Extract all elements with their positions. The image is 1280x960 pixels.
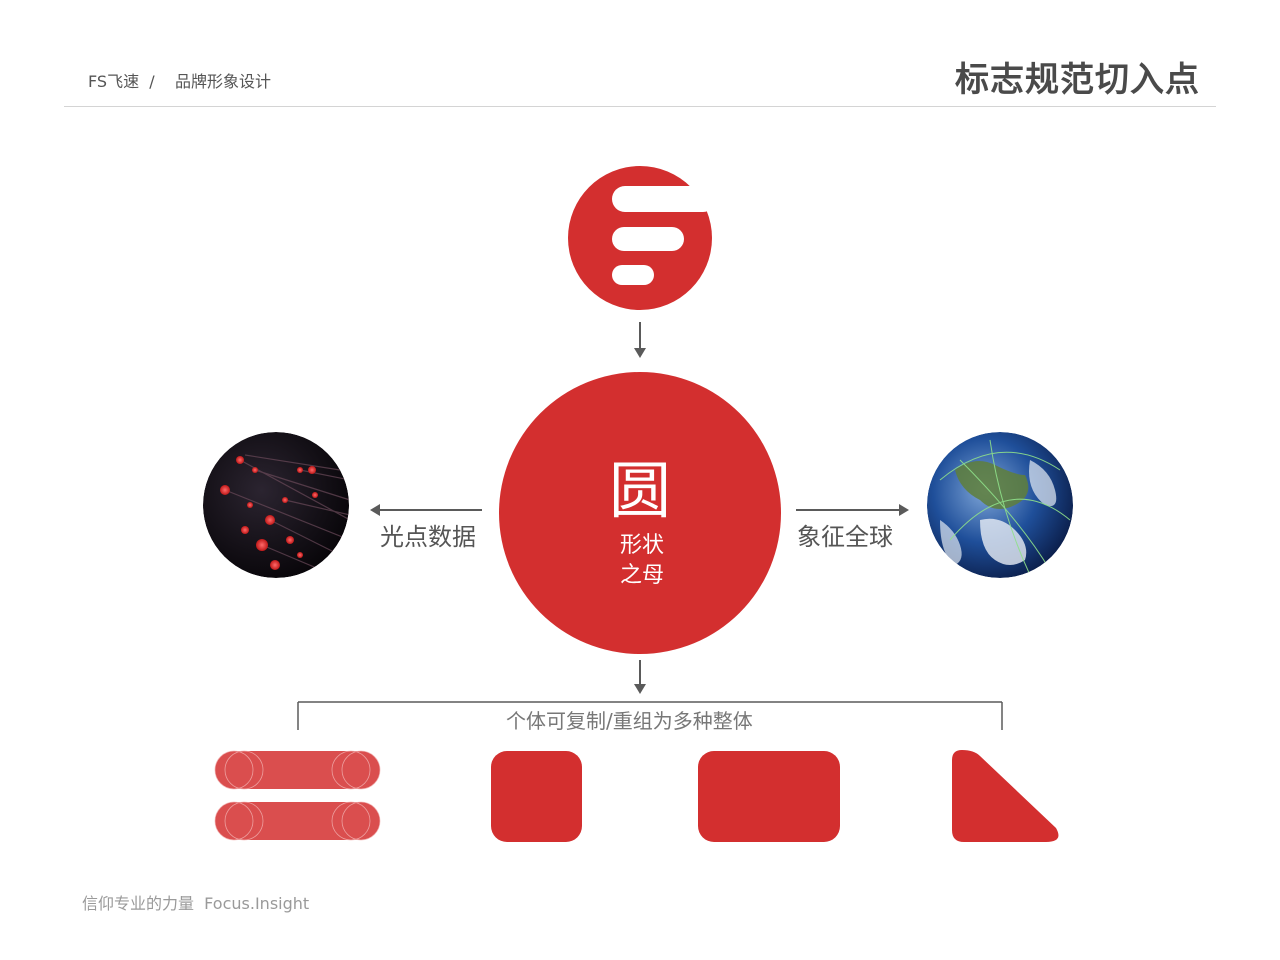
arrow-down-top [634,322,646,358]
shape-rounded-wedge [952,750,1059,842]
page-title: 标志规范切入点 [955,60,1200,100]
shape-rounded-square [491,751,582,842]
arrow-left [370,504,482,516]
earth-globe-image [927,432,1073,578]
center-subtitle-line2: 之母 [619,563,664,588]
center-subtitle-line1: 形状 [619,533,664,558]
bottom-label: 个体可复制/重组为多种整体 [500,705,759,734]
fs-logo-icon [568,166,716,310]
shape-rounded-rectangle [698,751,840,842]
group-bracket [297,701,1003,730]
breadcrumb: FS飞速 / 品牌形象设计 [88,72,271,91]
fiber-optic-image [203,432,349,578]
right-label: 象征全球 [797,523,893,551]
arrow-down-bottom [634,660,646,694]
footer-slogan: 信仰专业的力量 Focus.Insight [82,894,310,913]
arrow-right [796,504,909,516]
center-char: 圆 [609,454,672,527]
left-label: 光点数据 [380,523,476,551]
header-divider [64,106,1216,107]
shape-stacked-pills [214,750,381,841]
center-circle [499,372,781,654]
